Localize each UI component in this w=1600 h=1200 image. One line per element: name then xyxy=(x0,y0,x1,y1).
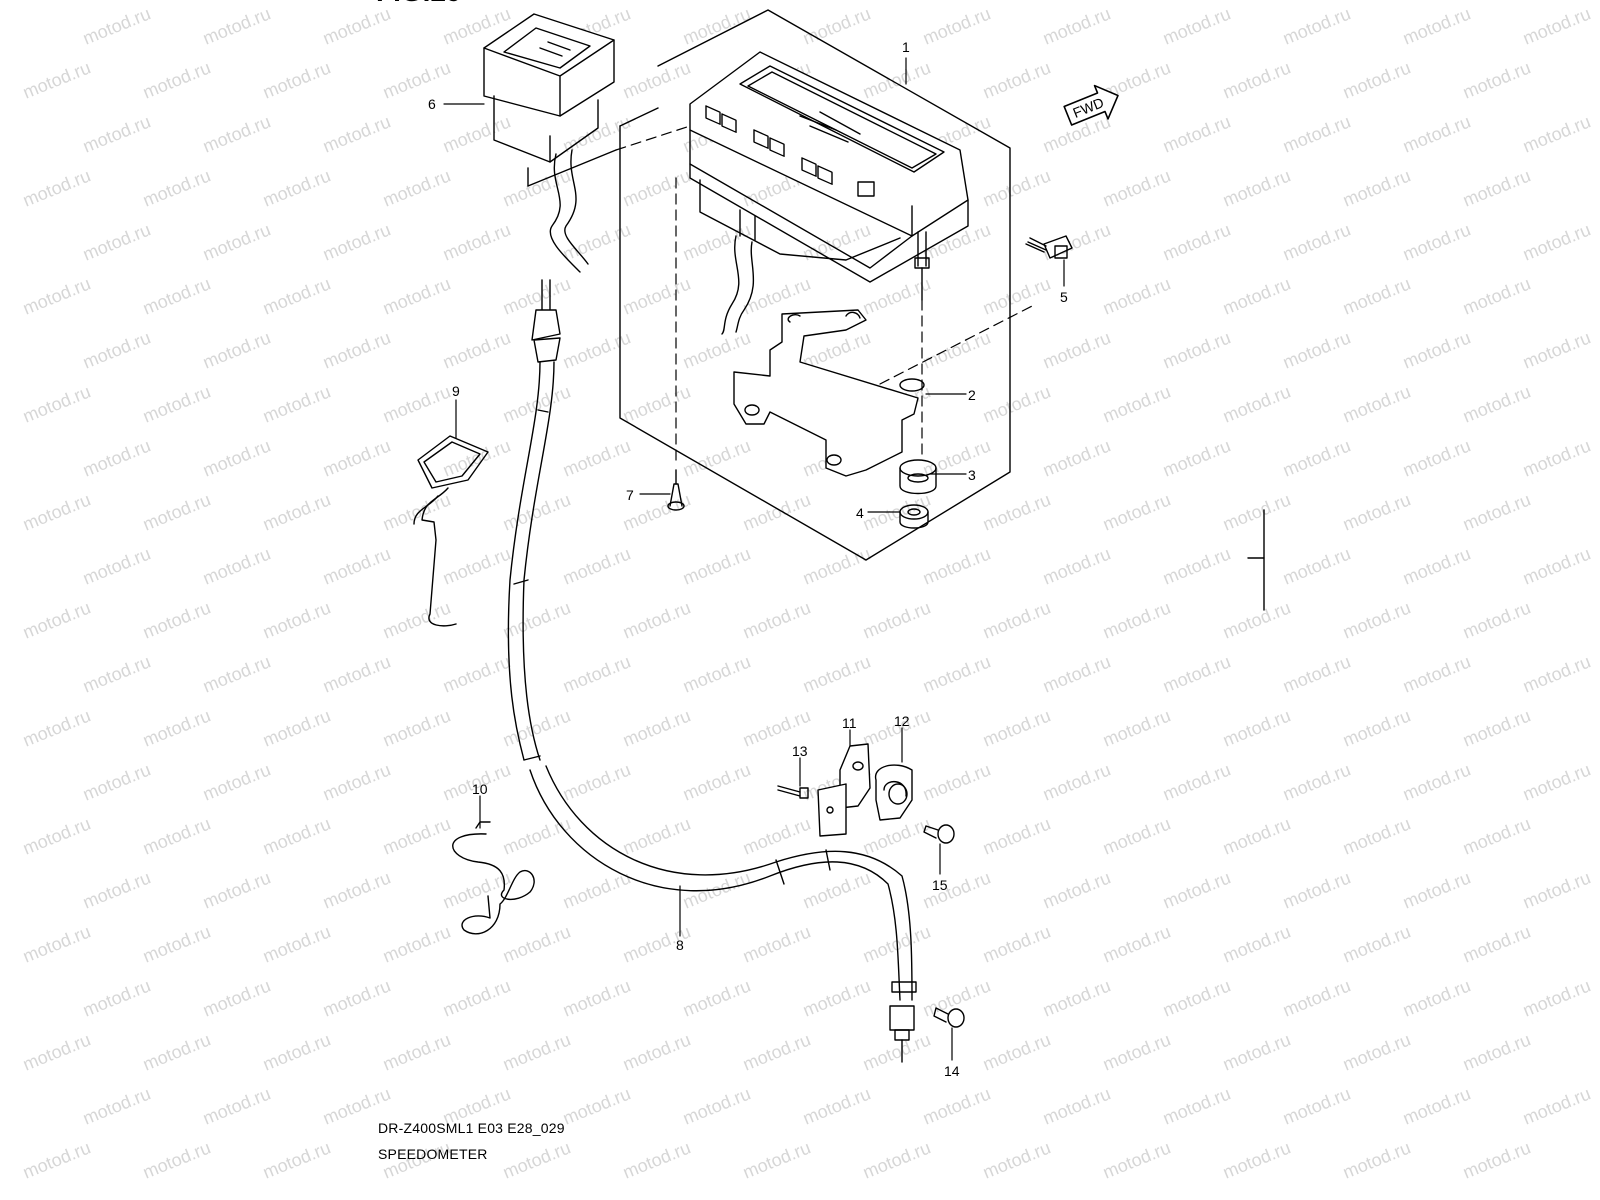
page-edge-mark xyxy=(1247,509,1265,611)
screw-14 xyxy=(933,1007,965,1028)
wire-clamp-9 xyxy=(413,435,489,627)
pin-13 xyxy=(777,785,809,799)
callout-12: 12 xyxy=(894,713,910,729)
callout-7: 7 xyxy=(626,487,634,503)
bolt xyxy=(1025,235,1073,259)
callout-1: 1 xyxy=(902,39,910,55)
screw-15 xyxy=(923,824,955,844)
clamp-11 xyxy=(817,743,871,837)
meter-buttons xyxy=(705,105,875,197)
grommet xyxy=(899,459,937,495)
callout-leaders xyxy=(443,57,1065,1061)
wire-clamp-10 xyxy=(452,821,535,935)
callout-11: 11 xyxy=(842,715,857,731)
assembly-guide-lines xyxy=(615,125,1037,461)
callout-9: 9 xyxy=(452,383,460,399)
speedometer-cable xyxy=(507,279,917,1063)
callout-14: 14 xyxy=(944,1063,960,1079)
callout-numbers: 1 2 3 4 5 6 7 8 9 10 11 12 13 14 15 xyxy=(428,39,1068,1079)
callout-13: 13 xyxy=(792,743,808,759)
callout-15: 15 xyxy=(932,877,948,893)
callout-6: 6 xyxy=(428,96,436,112)
model-code: DR-Z400SML1 E03 E28_029 xyxy=(378,1120,565,1136)
section-name: SPEEDOMETER xyxy=(378,1146,488,1162)
callout-8: 8 xyxy=(676,937,684,953)
callout-10: 10 xyxy=(472,781,488,797)
callout-2: 2 xyxy=(968,387,976,403)
meter-bracket xyxy=(733,309,925,477)
indicator-module xyxy=(483,13,617,273)
figure-title: FIG.29 xyxy=(376,0,462,8)
callout-3: 3 xyxy=(968,467,976,483)
assembly-outline xyxy=(619,9,1011,561)
screw-7 xyxy=(667,469,685,511)
speedometer-unit xyxy=(689,51,969,335)
fwd-arrow-icon: FWD xyxy=(1063,84,1119,126)
cable-holder-12 xyxy=(875,764,913,821)
callout-5: 5 xyxy=(1060,289,1068,305)
callout-4: 4 xyxy=(856,505,864,521)
